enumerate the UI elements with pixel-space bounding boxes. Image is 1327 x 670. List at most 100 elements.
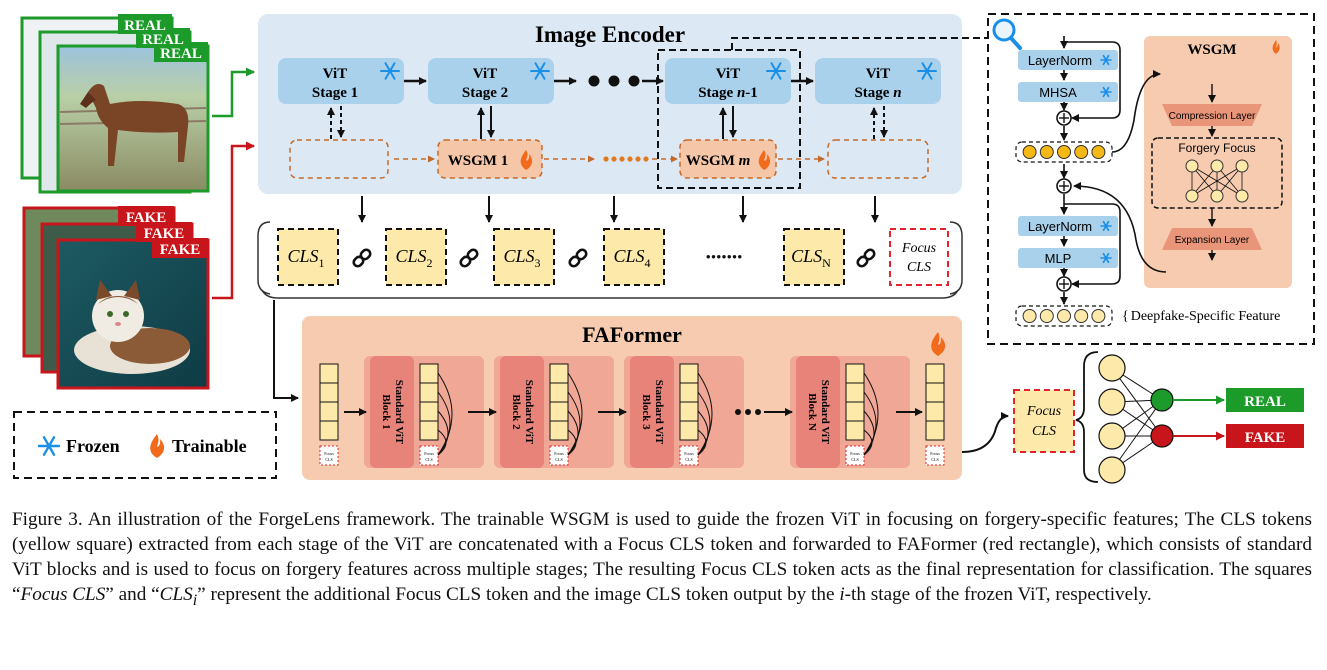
token-dot [1022, 145, 1037, 159]
svg-text:CLS4: CLS4 [613, 246, 650, 270]
vit-stage-n-line1: ViT [866, 66, 890, 82]
input-neuron [1098, 388, 1126, 416]
block-ellipsis-dot [735, 409, 741, 415]
real-tag-1-label: REAL [124, 18, 166, 34]
standard-vit-block-1-label: Standard ViTBlock 1 [380, 380, 405, 445]
real-tag-3-label: REAL [160, 46, 202, 62]
token-dot [1039, 309, 1054, 323]
vit-stage-n-1-line2: Stage n-1 [698, 85, 758, 101]
caption-math-cls-sub: i [192, 591, 198, 609]
attention-curve [697, 410, 709, 456]
focus-cls-token: Focus CLS [889, 228, 949, 286]
vit-stage-n-1-line1: ViT [716, 66, 740, 82]
cls-token-2-sub: 2 [427, 256, 433, 270]
output-real-label: REAL [1244, 394, 1286, 410]
output-focus-cls: Focus CLS [1013, 389, 1075, 453]
residual-path [1064, 41, 1121, 122]
attention-curve [697, 391, 711, 456]
output-real-badge [1226, 388, 1304, 412]
output-neuron-fake [1150, 424, 1174, 448]
real-image-stack: REAL REAL REAL [20, 14, 210, 194]
cls-token-cell [319, 363, 339, 384]
link-icon [459, 248, 479, 268]
caption-math-i: i [839, 584, 845, 605]
layernorm-2-label: LayerNorm [1028, 219, 1092, 234]
classifier-edge [1111, 399, 1163, 471]
cls-token-cell [679, 363, 699, 384]
ff-node [1210, 159, 1224, 173]
block-ellipsis-dot [745, 409, 751, 415]
cat-picture [74, 280, 190, 374]
input-neuron [1098, 456, 1126, 484]
cls-token-cell [679, 382, 699, 403]
wsgm-1 [437, 139, 543, 179]
plus-node [1056, 276, 1072, 292]
ff-node [1235, 189, 1249, 203]
focus-cls-cell-line2: CLS [851, 457, 858, 462]
fake-image-stack: FAKE FAKE FAKE [22, 206, 210, 390]
cls-token-cell [679, 401, 699, 422]
ff-node [1210, 189, 1224, 203]
ff-node [1185, 159, 1199, 173]
compression-layer-label: Compression Layer [1169, 111, 1256, 122]
cls-token-cell [845, 420, 865, 441]
ff-node [1185, 189, 1199, 203]
focus-cls-line2: CLS [907, 260, 931, 275]
wsgm-detail-title: WSGM [1187, 42, 1236, 58]
mhsa-label: MHSA [1039, 85, 1077, 100]
caption-text-1: Figure 3. An illustration of the ForgeLe… [12, 509, 1312, 605]
snowflake-icon [380, 62, 400, 80]
standard-vit-block-1 [370, 356, 414, 468]
flame-icon [758, 150, 771, 170]
cls-token-cell [925, 420, 945, 441]
expansion-layer [1162, 228, 1262, 250]
expansion-layer-label: Expansion Layer [1175, 235, 1250, 246]
output-focus-cls-line2: CLS [1032, 424, 1056, 439]
token-dot [1057, 309, 1071, 323]
svg-text:CLS1: CLS1 [287, 246, 324, 270]
cls-token-1: CLS1 [277, 228, 339, 286]
snowflake-icon [530, 62, 550, 80]
standard-vit-block-4 [796, 356, 840, 468]
figure-caption: Figure 3. An illustration of the ForgeLe… [12, 507, 1312, 613]
focus-cls-line1: Focus [901, 241, 937, 256]
snowflake-icon [37, 436, 61, 456]
attention-curve [863, 429, 873, 456]
residual-path [1064, 203, 1121, 288]
real-tag-3 [154, 42, 208, 62]
fake-tag-2 [136, 222, 192, 242]
ff-node [1235, 159, 1249, 173]
attention-curve [863, 410, 875, 456]
svg-text:CLSN: CLSN [791, 246, 831, 270]
caption-math-focus-cls: Focus CLS [20, 584, 106, 605]
vit-stage-n-1: ViT Stage n-1 [665, 58, 791, 104]
focus-cls-cell-line2: CLS [931, 457, 938, 462]
wsgm-ellipsis [603, 156, 649, 162]
focus-cls-cell-line1: Focus [850, 451, 860, 456]
real-tag-2-label: REAL [142, 32, 184, 48]
classifier-brace [1075, 351, 1099, 483]
snowflake-icon [1100, 86, 1112, 98]
plus-node [1056, 178, 1072, 194]
cls-token-n: CLSN [783, 228, 845, 286]
focus-cls-cell [679, 445, 699, 466]
snowflake-icon [917, 62, 937, 80]
flame-icon [520, 150, 533, 170]
token-row [1015, 141, 1113, 163]
legend-trainable-label: Trainable [172, 436, 247, 456]
stage-ellipsis [588, 75, 640, 87]
cls-token-4-base: CLS [613, 246, 644, 266]
fake-tag-3 [152, 238, 208, 258]
vit-stage-2-line1: ViT [473, 66, 497, 82]
focus-cls-cell-line1: Focus [684, 451, 694, 456]
vit-stage-n-line2: Stage n [854, 85, 901, 101]
input-neuron [1098, 354, 1126, 382]
ff-edge [1191, 165, 1218, 197]
feature-label: {Deepfake-Specific Feature [1122, 309, 1280, 324]
cls-token-cell [549, 382, 569, 403]
image-encoder-title: Image Encoder [535, 22, 685, 47]
snowflake-icon [766, 62, 786, 80]
cls-token-cell [925, 401, 945, 422]
